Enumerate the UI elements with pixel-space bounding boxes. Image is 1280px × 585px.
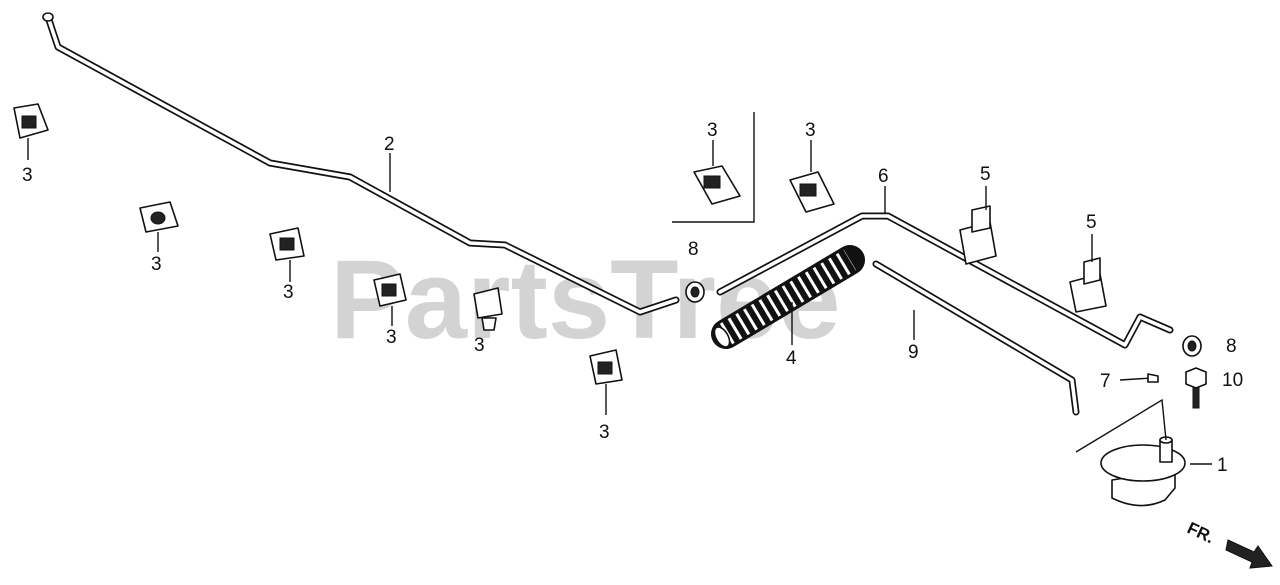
bolt-part-10 (1185, 367, 1207, 409)
callout-3: 3 (599, 422, 610, 443)
tube-part-9 (872, 260, 1080, 416)
clip-part-3 (13, 103, 49, 139)
holder-part-5 (959, 205, 997, 265)
holder-part-5 (1069, 257, 1107, 313)
clamp-part-8-left (685, 281, 705, 303)
callout-8: 8 (688, 239, 699, 260)
tube-part-2 (42, 12, 680, 316)
callout-7: 7 (1100, 371, 1111, 392)
clip-part-3 (373, 273, 407, 307)
callout-5: 5 (1086, 212, 1097, 233)
callout-3: 3 (22, 165, 33, 186)
clip-part-3 (139, 201, 179, 233)
callout-3: 3 (283, 282, 294, 303)
canister-part-1 (1100, 436, 1186, 507)
clip-part-3 (589, 349, 623, 385)
callout-3: 3 (386, 327, 397, 348)
clamp-part-8-right (1182, 335, 1202, 357)
clip-part-3 (473, 287, 503, 331)
callout-6: 6 (878, 166, 889, 187)
callout-1: 1 (1217, 455, 1228, 476)
callout-4: 4 (786, 348, 797, 369)
callout-2: 2 (384, 134, 395, 155)
callout-5: 5 (980, 164, 991, 185)
corrugated-hose-part-4 (711, 245, 865, 349)
leader-line (1075, 398, 1167, 453)
inset-frame (672, 112, 755, 223)
pin-part-7 (1119, 373, 1159, 383)
callout-10: 10 (1222, 370, 1243, 391)
callout-8: 8 (1226, 336, 1237, 357)
callout-3: 3 (151, 254, 162, 275)
clip-part-3 (693, 165, 741, 205)
callout-3: 3 (474, 335, 485, 356)
front-direction-arrow: FR. (1184, 518, 1273, 569)
callout-3: 3 (805, 120, 816, 141)
tube-part-6 (716, 212, 1174, 349)
front-label: FR. (1184, 518, 1217, 547)
clip-part-3 (789, 171, 835, 213)
callout-9: 9 (908, 342, 919, 363)
clip-part-3 (269, 227, 305, 261)
callout-3: 3 (707, 120, 718, 141)
